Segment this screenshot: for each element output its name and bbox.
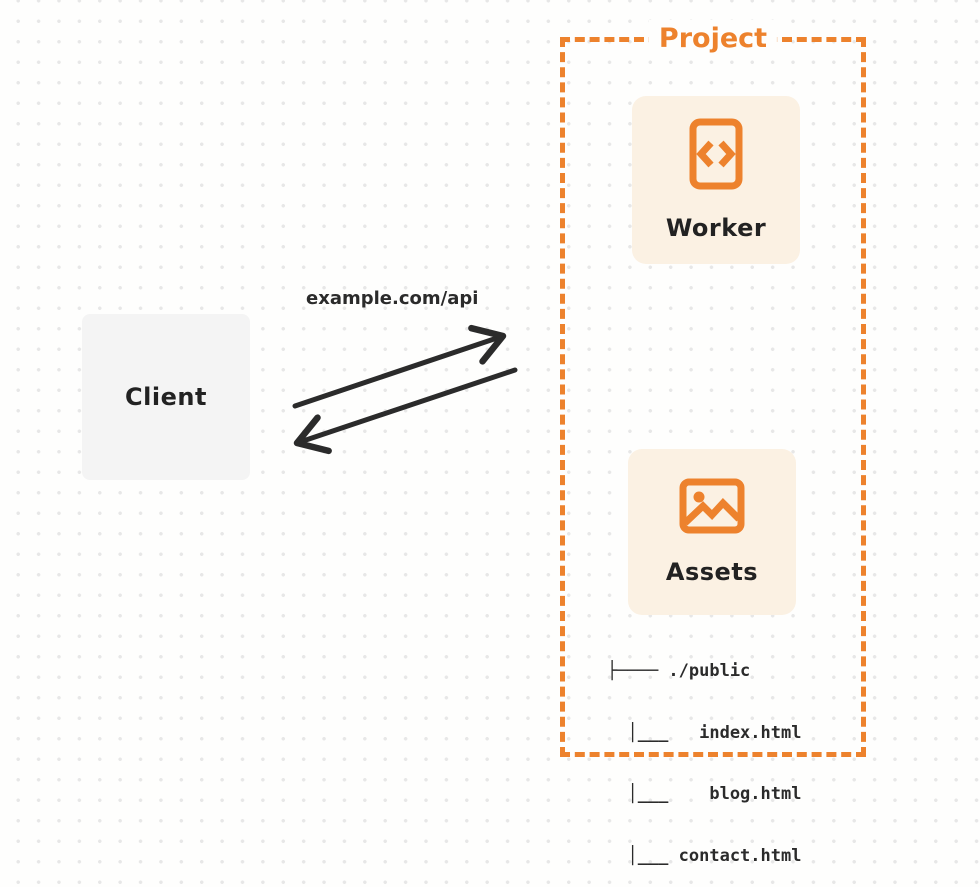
file-tree-item: │___ contact.html — [607, 845, 802, 866]
diagram-canvas: { "colors": { "accent_orange": "#ed822d"… — [0, 0, 980, 866]
request-url-label: example.com/api — [306, 288, 479, 309]
assets-node: Assets — [628, 449, 796, 615]
assets-label: Assets — [665, 558, 759, 586]
worker-node: Worker — [632, 96, 800, 264]
client-node: Client — [82, 314, 250, 480]
project-container: Project — [560, 20, 866, 757]
file-tree: ├──── ./public │___ index.html │___ blog… — [607, 620, 801, 887]
file-tree-root: ├──── ./public — [607, 661, 751, 681]
file-tree-item: │___ index.html — [607, 722, 802, 743]
worker-label: Worker — [665, 214, 767, 242]
file-tree-item: │___ blog.html — [607, 784, 802, 804]
response-arrow — [293, 367, 518, 455]
project-title: Project — [648, 20, 778, 58]
request-arrow — [292, 324, 507, 409]
client-label: Client — [125, 383, 207, 411]
image-icon — [679, 478, 745, 534]
code-file-icon — [689, 118, 743, 190]
